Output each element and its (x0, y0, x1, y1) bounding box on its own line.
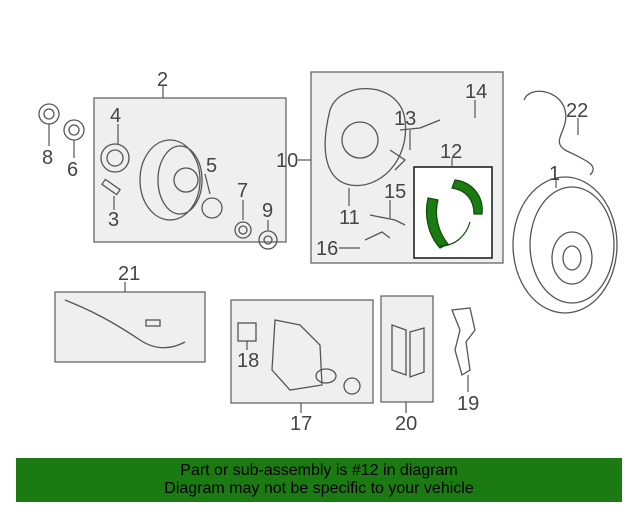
callout-5: 5 (206, 155, 217, 177)
callout-16: 16 (316, 238, 338, 260)
sensor-wire-group (523, 90, 594, 176)
callout-9: 9 (262, 200, 273, 222)
caliper-bracket-group (451, 307, 476, 392)
banner-line-1: Part or sub-assembly is #12 in diagram (180, 462, 458, 479)
callout-19: 19 (457, 393, 479, 415)
callout-7: 7 (237, 180, 248, 202)
callout-15: 15 (384, 181, 406, 203)
callout-18: 18 (237, 350, 259, 372)
hub-assembly-group (93, 86, 287, 243)
parking-brake-shoes-highlight (413, 158, 493, 259)
washers-group (234, 200, 278, 250)
caliper-group (230, 299, 374, 413)
callout-8: 8 (42, 147, 53, 169)
callout-6: 6 (67, 159, 78, 181)
callout-4: 4 (110, 105, 121, 127)
callout-1: 1 (549, 163, 560, 185)
callout-11: 11 (339, 207, 360, 229)
seals-group (38, 103, 85, 158)
callout-10: 10 (276, 150, 298, 172)
callout-17: 17 (290, 413, 312, 435)
info-banner: Part or sub-assembly is #12 in diagram D… (16, 458, 622, 502)
callout-22: 22 (566, 100, 588, 122)
callout-20: 20 (395, 413, 417, 435)
callout-2: 2 (157, 69, 168, 91)
banner-line-2: Diagram may not be specific to your vehi… (164, 480, 474, 497)
callout-12: 12 (440, 141, 462, 163)
rotor-group (512, 176, 618, 314)
callout-14: 14 (465, 81, 487, 103)
callout-13: 13 (394, 108, 416, 130)
brake-hose-group (54, 282, 206, 363)
brake-pads-group (380, 295, 434, 413)
callout-3: 3 (108, 209, 119, 231)
callout-21: 21 (118, 263, 140, 285)
